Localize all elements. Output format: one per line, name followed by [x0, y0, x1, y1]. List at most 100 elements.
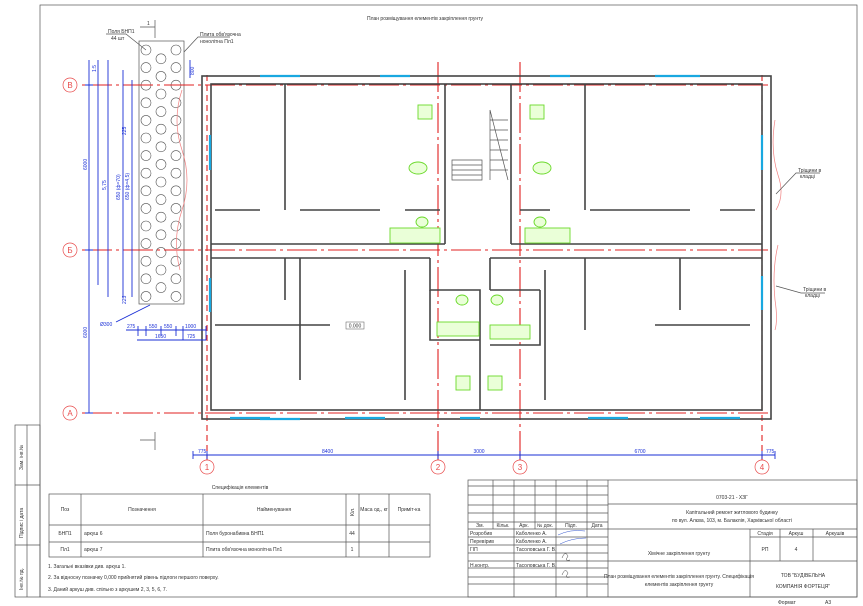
svg-text:800: 800	[190, 66, 196, 75]
pile-icon	[170, 238, 182, 249]
svg-text:650 (ф=70): 650 (ф=70)	[116, 174, 122, 200]
pile-icon	[170, 132, 182, 144]
section-mark-top: 1	[140, 20, 156, 38]
svg-text:44: 44	[349, 531, 355, 537]
svg-text:Зм.: Зм.	[476, 523, 484, 529]
svg-text:Поля буронабивна БНП1: Поля буронабивна БНП1	[206, 531, 264, 537]
spec-notes: 1. Загальні вказівки див. аркуш 1. 2. За…	[48, 564, 219, 593]
pile-icon	[170, 44, 182, 56]
pile-icon	[170, 97, 182, 109]
staircase	[451, 109, 509, 181]
piles-group	[140, 44, 182, 302]
pile-icon	[140, 255, 152, 267]
pile-icon	[170, 150, 182, 161]
svg-text:Плита обв'язочна монолітна Пл1: Плита обв'язочна монолітна Пл1	[206, 547, 283, 553]
svg-text:275: 275	[127, 324, 136, 330]
pile-icon	[155, 141, 167, 153]
svg-text:6000: 6000	[83, 159, 89, 170]
svg-text:Дата: Дата	[591, 523, 602, 529]
svg-text:ГІП: ГІП	[470, 547, 478, 553]
drawing-title: План розміщування елементів закріплення …	[367, 16, 484, 22]
svg-text:1:5: 1:5	[92, 65, 98, 72]
svg-text:Тасоловська Г. В.: Тасоловська Г. В.	[516, 563, 556, 569]
svg-text:Зам. інв.№: Зам. інв.№	[19, 445, 25, 470]
pile-icon	[140, 220, 152, 232]
svg-text:Плита обв'язочна: Плита обв'язочна	[200, 32, 241, 38]
spec-row: Пл1 аркуш 7 Плита обв'язочна монолітна П…	[60, 547, 353, 553]
svg-text:775: 775	[198, 449, 207, 455]
svg-text:1: 1	[147, 21, 150, 27]
pile-icon	[140, 273, 152, 285]
svg-text:1000: 1000	[185, 324, 196, 330]
plate-label: Плита обв'язочна нонолітна Пл1	[183, 32, 241, 53]
pile-icon	[140, 185, 152, 197]
svg-text:Кільк.: Кільк.	[496, 523, 509, 529]
axis-bubble-a: А	[62, 405, 78, 421]
axis-bubble-v: В	[62, 77, 78, 93]
pile-icon	[170, 255, 182, 267]
pile-icon	[170, 291, 182, 302]
section-mark-bottom	[140, 432, 156, 450]
pile-icon	[140, 203, 152, 214]
svg-text:Арк.: Арк.	[519, 523, 529, 529]
crack-label-upper: Тріщини в кладці	[775, 168, 822, 195]
axis-lines	[82, 62, 770, 460]
cracks	[176, 89, 782, 331]
spec-table: Поз Позначення Найменування Кіл. Маса од…	[48, 493, 431, 558]
pile-icon	[155, 159, 167, 170]
svg-text:Приміт-ка: Приміт-ка	[398, 507, 421, 513]
svg-text:Поля БНП1: Поля БНП1	[108, 29, 135, 35]
svg-text:4: 4	[795, 547, 798, 553]
pile-icon	[170, 220, 182, 232]
svg-text:Кіл.: Кіл.	[350, 508, 356, 516]
pile-icon	[170, 273, 182, 285]
drawing-code: 0703-21 - ХЗГ	[716, 495, 748, 501]
axis-bubble-3: 3	[512, 459, 528, 475]
pile-icon	[155, 264, 167, 276]
svg-text:Тасоловська Г. В.: Тасоловська Г. В.	[516, 547, 556, 553]
svg-text:Найменування: Найменування	[257, 506, 292, 513]
pile-icon	[170, 203, 182, 214]
svg-text:650 (ф=4,5): 650 (ф=4,5)	[125, 173, 131, 200]
svg-text:3. Даний аркуш див. спільно з: 3. Даний аркуш див. спільно з аркушем 2,…	[48, 586, 167, 593]
svg-text:аркуш 6: аркуш 6	[84, 531, 103, 537]
format-label: Формат	[778, 600, 796, 606]
svg-text:Б: Б	[67, 246, 72, 255]
sheet-title-2: елементів закріплення грунту	[645, 582, 714, 588]
svg-text:аркуш 7: аркуш 7	[84, 547, 103, 553]
svg-text:3: 3	[518, 463, 523, 472]
svg-text:2. За відносну позначку 0,000: 2. За відносну позначку 0,000 прийнятий …	[48, 574, 219, 581]
pile-icon	[140, 115, 152, 126]
pile-icon	[155, 211, 167, 223]
svg-text:нонолітна Пл1: нонолітна Пл1	[200, 39, 234, 45]
dimension-left: 6000 6000 1:5 800 5,75 650 (ф=70) 650 (ф…	[83, 60, 196, 414]
svg-text:775: 775	[766, 449, 775, 455]
svg-text:РП: РП	[762, 547, 769, 553]
spec-title: Специфікація елементів	[212, 485, 269, 491]
svg-text:А: А	[67, 409, 73, 418]
pile-icon	[140, 150, 152, 161]
svg-text:2: 2	[436, 463, 441, 472]
svg-text:Маса од., кг: Маса од., кг	[360, 507, 388, 513]
pile-icon	[140, 238, 152, 249]
level-mark: 0.000	[345, 321, 365, 330]
svg-text:Позначення: Позначення	[128, 507, 156, 513]
axis-bubble-4: 4	[754, 459, 770, 475]
svg-text:Підпис і дата: Підпис і дата	[19, 508, 25, 538]
project-line-2: по вул. Алєва, 103, м. Балаклія, Харківс…	[672, 518, 792, 524]
svg-text:1. Загальні вказівки див. арку: 1. Загальні вказівки див. аркуш 1.	[48, 564, 126, 570]
svg-text:БНП1: БНП1	[58, 531, 71, 537]
svg-text:Каболенко А.: Каболенко А.	[516, 539, 547, 545]
signatures	[557, 530, 587, 578]
svg-text:6700: 6700	[634, 449, 645, 455]
svg-text:Стадія: Стадія	[757, 531, 773, 537]
svg-text:Перевірив: Перевірив	[470, 539, 494, 545]
dimension-piles: 275 550 550 1000 1650 725 Ø300 225 225	[100, 126, 207, 341]
svg-text:1: 1	[205, 463, 210, 472]
svg-text:4: 4	[760, 463, 765, 472]
pile-icon	[170, 167, 182, 179]
pile-icon	[155, 53, 167, 65]
svg-text:225: 225	[122, 126, 128, 135]
axis-bubble-2: 2	[430, 459, 446, 475]
